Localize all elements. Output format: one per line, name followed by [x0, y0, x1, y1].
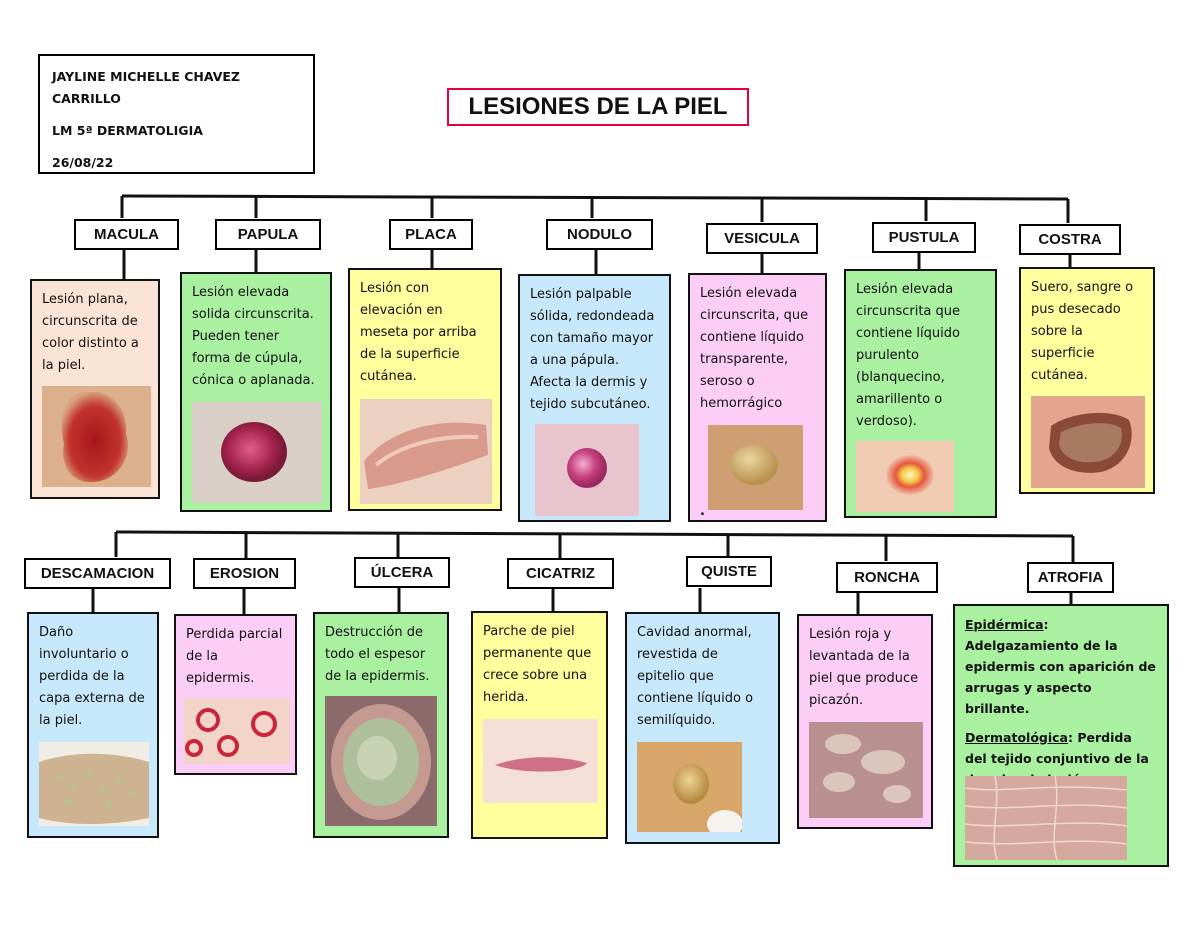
author-name-line2: CARRILLO	[52, 91, 121, 106]
descamacion-photo	[39, 742, 149, 826]
vesicula-photo	[708, 425, 803, 510]
quiste-photo	[637, 742, 742, 832]
ulcera-description: Destrucción de todo el espesor de la epi…	[325, 625, 430, 684]
label-placa: PLACA	[389, 219, 473, 250]
card-atrofia: Epidérmica: Adelgazamiento de la epiderm…	[953, 604, 1169, 867]
cicatriz-description: Parche de piel permanente que crece sobr…	[483, 624, 592, 705]
card-roncha: Lesión roja y levantada de la piel que p…	[797, 614, 933, 829]
erosion-photo	[184, 698, 290, 764]
roncha-photo	[809, 722, 923, 818]
card-cicatriz: Parche de piel permanente que crece sobr…	[471, 611, 608, 839]
card-macula: Lesión plana, circunscrita de color dist…	[30, 279, 160, 499]
label-papula: PAPULA	[215, 219, 321, 250]
pustula-photo	[856, 441, 954, 512]
author-name-line1: JAYLINE MICHELLE CHAVEZ	[52, 69, 240, 84]
nodulo-photo	[535, 424, 639, 516]
epidermica-text: : Adelgazamiento de la epidermis con apa…	[965, 617, 1156, 716]
placa-photo	[360, 399, 492, 504]
card-papula: Lesión elevada solida circunscrita. Pued…	[180, 272, 332, 512]
label-quiste: QUISTE	[686, 556, 772, 587]
card-pustula: Lesión elevada circunscrita que contiene…	[844, 269, 997, 518]
label-nodulo: NODULO	[546, 219, 653, 250]
vesicula-dot: .	[700, 504, 705, 519]
label-descamacion: DESCAMACION	[24, 558, 171, 589]
card-quiste: Cavidad anormal, revestida de epitelio q…	[625, 612, 780, 844]
card-placa: Lesión con elevación en meseta por arrib…	[348, 268, 502, 511]
placa-description: Lesión con elevación en meseta por arrib…	[360, 281, 477, 384]
atrofia-photo	[965, 776, 1127, 860]
label-atrofia: ATROFIA	[1027, 562, 1114, 593]
atrofia-epidermica: Epidérmica: Adelgazamiento de la epiderm…	[965, 614, 1157, 719]
pustula-description: Lesión elevada circunscrita que contiene…	[856, 282, 961, 429]
author-info-box: JAYLINE MICHELLE CHAVEZ CARRILLO LM 5ª D…	[38, 54, 315, 174]
papula-photo	[192, 402, 322, 503]
macula-photo	[42, 386, 151, 487]
label-roncha: RONCHA	[836, 562, 938, 593]
erosion-description: Perdida parcial de la epidermis.	[186, 627, 283, 686]
card-nodulo: Lesión palpable sólida, redondeada con t…	[518, 274, 671, 522]
card-ulcera: Destrucción de todo el espesor de la epi…	[313, 612, 449, 838]
label-cicatriz: CICATRIZ	[507, 558, 614, 589]
epidermica-term: Epidérmica	[965, 617, 1044, 632]
label-erosion: EROSION	[193, 558, 296, 589]
macula-description: Lesión plana, circunscrita de color dist…	[42, 292, 139, 373]
roncha-description: Lesión roja y levantada de la piel que p…	[809, 627, 919, 708]
dermatologica-term: Dermatológica	[965, 730, 1068, 745]
costra-description: Suero, sangre o pus desecado sobre la su…	[1031, 280, 1134, 383]
label-ulcera: ÚLCERA	[354, 557, 450, 588]
page-title: LESIONES DE LA PIEL	[447, 88, 749, 126]
label-vesicula: VESICULA	[706, 223, 818, 254]
cicatriz-photo	[483, 719, 598, 803]
label-costra: COSTRA	[1019, 224, 1121, 255]
date-text: 26/08/22	[52, 155, 114, 170]
costra-photo	[1031, 396, 1145, 488]
ulcera-photo	[325, 696, 437, 826]
papula-description: Lesión elevada solida circunscrita. Pued…	[192, 285, 315, 388]
nodulo-description: Lesión palpable sólida, redondeada con t…	[530, 287, 655, 412]
course-name: LM 5ª DERMATOLIGIA	[52, 123, 203, 138]
descamacion-description: Daño involuntario o perdida de la capa e…	[39, 625, 145, 728]
card-vesicula: Lesión elevada circunscrita, que contien…	[688, 273, 827, 522]
card-descamacion: Daño involuntario o perdida de la capa e…	[27, 612, 159, 838]
vesicula-description: Lesión elevada circunscrita, que contien…	[700, 286, 809, 411]
label-pustula: PUSTULA	[872, 222, 976, 253]
label-macula: MACULA	[74, 219, 179, 250]
quiste-description: Cavidad anormal, revestida de epitelio q…	[637, 625, 754, 728]
card-costra: Suero, sangre o pus desecado sobre la su…	[1019, 267, 1155, 494]
card-erosion: Perdida parcial de la epidermis.	[174, 614, 297, 775]
